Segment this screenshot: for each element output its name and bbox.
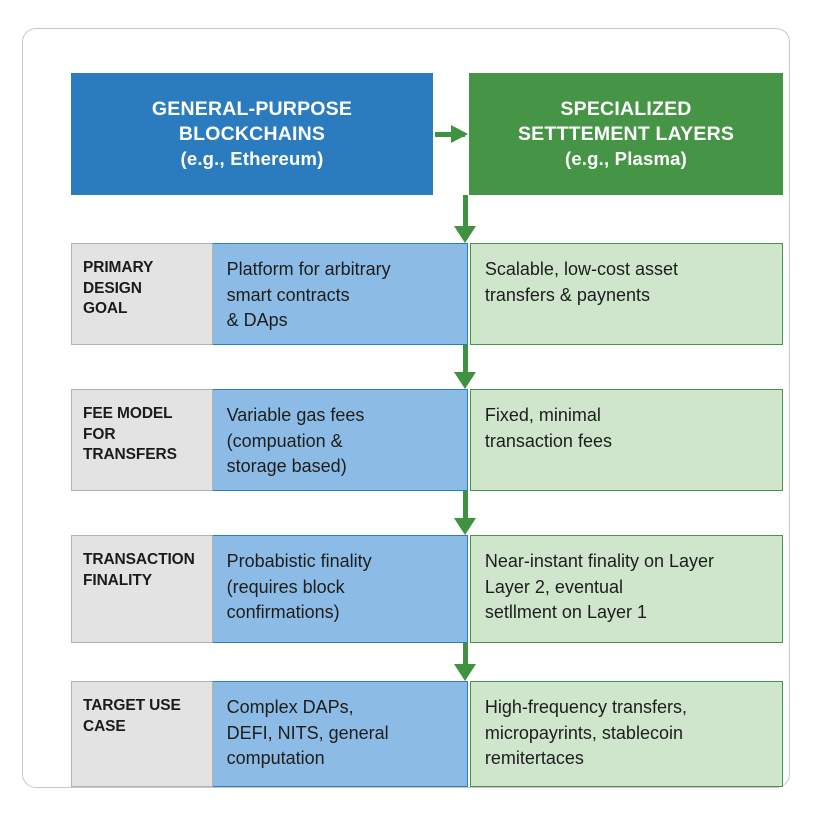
row-blue-cell: Variable gas fees (compuation & storage …	[212, 389, 468, 491]
blue-line-1: Variable gas fees	[226, 405, 365, 425]
row-blue-cell: Platform for arbitrary smart contracts &…	[212, 243, 468, 345]
row-label-line-2: CASE	[83, 717, 126, 735]
row-green-cell: Near-instant finality on Layer Layer 2, …	[469, 535, 783, 643]
arrow-down-shaft-0	[462, 195, 468, 228]
row-label-line-1: PRIMARY	[83, 259, 154, 276]
arrow-right-icon	[451, 125, 468, 143]
blue-line-2: smart contracts	[226, 284, 350, 305]
row-label-line-2: DESIGN	[83, 279, 142, 297]
header-right-line-1: SPECIALIZED	[560, 97, 692, 120]
green-line-3: setllment on Layer 1	[484, 602, 647, 623]
arrow-down-icon-3	[454, 664, 476, 681]
green-line-2: transaction fees	[484, 430, 612, 451]
row-label-cell: PRIMARY DESIGN GOAL	[71, 243, 213, 345]
blue-line-3: & DAps	[226, 310, 288, 331]
header-left-line-3: (e.g., Ethereum)	[180, 148, 324, 170]
comparison-row: PRIMARY DESIGN GOAL Platform for arbitra…	[71, 243, 783, 345]
row-blue-cell: Probabistic finality (requires block con…	[212, 535, 468, 643]
row-green-cell: Scalable, low-cost asset transfers & pay…	[469, 243, 783, 345]
row-label-line-1: TRANSACTION	[83, 551, 195, 568]
green-line-1: Near-instant finality on Layer	[484, 551, 715, 571]
arrow-down-icon-0	[454, 226, 476, 243]
blue-line-1: Probabistic finality	[226, 551, 372, 571]
row-green-cell: Fixed, minimal transaction fees	[469, 389, 783, 491]
comparison-row: TRANSACTION FINALITY Probabistic finalit…	[71, 535, 783, 643]
header-general-purpose-blockchains: GENERAL-PURPOSE BLOCKCHAINS (e.g., Ether…	[71, 73, 433, 195]
row-label-cell: TARGET USE CASE	[71, 681, 213, 787]
blue-line-2: (requires block	[226, 576, 345, 597]
green-line-1: High-frequency transfers,	[484, 697, 687, 717]
green-line-3: remitertaces	[484, 748, 584, 769]
blue-line-3: storage based)	[226, 456, 347, 477]
green-line-2: transfers & paynents	[484, 284, 650, 305]
row-label-line-3: TRANSFERS	[83, 446, 177, 464]
arrow-down-icon-1	[454, 372, 476, 389]
arrow-down-icon-2	[454, 518, 476, 535]
green-line-1: Fixed, minimal	[484, 405, 601, 425]
row-label-line-3: GOAL	[83, 300, 128, 318]
blue-line-2: (compuation &	[226, 430, 343, 451]
green-line-2: micropayrints, stablecoin	[484, 722, 683, 743]
arrow-down-shaft-1	[462, 345, 468, 372]
blue-line-2: DEFI, NITS, general	[226, 722, 389, 743]
header-left-line-1: GENERAL-PURPOSE	[151, 97, 353, 120]
row-label-line-2: FINALITY	[83, 571, 152, 589]
row-label-cell: FEE MODEL FOR TRANSFERS	[71, 389, 213, 491]
green-line-2: Layer 2, eventual	[484, 576, 623, 597]
comparison-card: GENERAL-PURPOSE BLOCKCHAINS (e.g., Ether…	[22, 28, 790, 788]
row-green-cell: High-frequency transfers, micropayrints,…	[469, 681, 783, 787]
header-left-line-2: BLOCKCHAINS	[178, 122, 326, 145]
blue-line-3: computation	[226, 748, 325, 769]
row-blue-cell: Complex DAPs, DEFI, NITS, general comput…	[212, 681, 468, 787]
row-label-line-1: FEE MODEL	[83, 405, 173, 422]
arrow-down-shaft-3	[462, 643, 468, 664]
blue-line-1: Platform for arbitrary	[226, 259, 391, 279]
row-label-line-2: FOR	[83, 425, 116, 443]
blue-line-3: confirmations)	[226, 602, 340, 623]
row-label-cell: TRANSACTION FINALITY	[71, 535, 213, 643]
comparison-row: FEE MODEL FOR TRANSFERS Variable gas fee…	[71, 389, 783, 491]
arrow-right-shaft	[435, 132, 465, 137]
header-specialized-settlement-layers: SPECIALIZED SETTTEMENT LAYERS (e.g., Pla…	[469, 73, 783, 195]
header-right-line-3: (e.g., Plasma)	[564, 148, 688, 170]
header-right-line-2: SETTTEMENT LAYERS	[517, 122, 735, 145]
arrow-down-shaft-2	[462, 491, 468, 518]
blue-line-1: Complex DAPs,	[226, 697, 354, 717]
green-line-1: Scalable, low-cost asset	[484, 259, 678, 279]
comparison-row: TARGET USE CASE Complex DAPs, DEFI, NITS…	[71, 681, 783, 787]
row-label-line-1: TARGET USE	[83, 697, 181, 714]
